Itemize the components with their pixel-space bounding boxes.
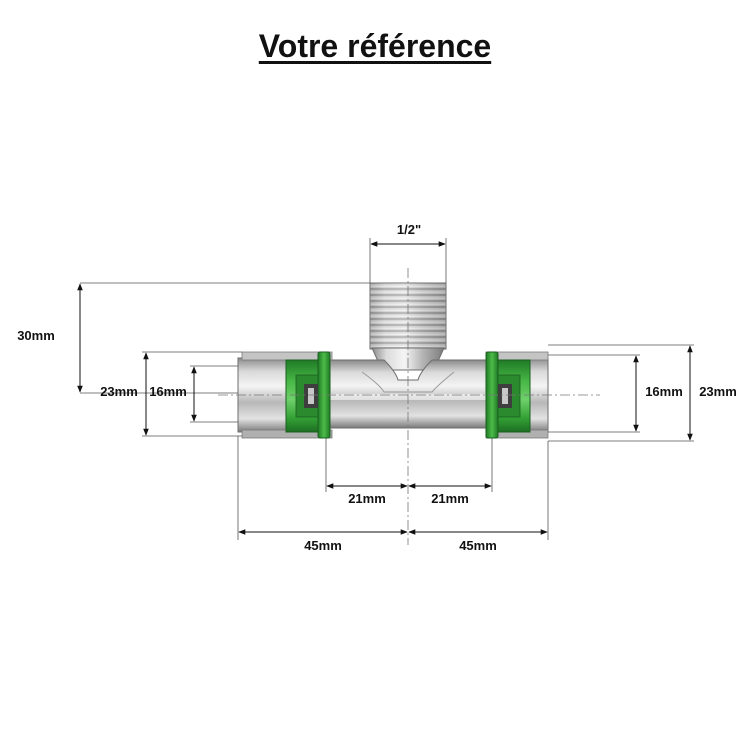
- tee-fitting: [237, 282, 549, 439]
- center-lines: [218, 268, 600, 545]
- label-left-outer: 23mm: [100, 384, 138, 399]
- page-title: Votre référence: [258, 28, 492, 64]
- label-right-total: 45mm: [459, 538, 497, 553]
- label-left-total: 45mm: [304, 538, 342, 553]
- label-left-inner: 16mm: [149, 384, 187, 399]
- label-thread: 1/2": [397, 222, 421, 237]
- dimension-lines: [77, 241, 693, 535]
- label-height: 30mm: [17, 328, 55, 343]
- right-green-ring: [485, 351, 531, 439]
- label-right-inner: 16mm: [645, 384, 683, 399]
- label-right-outer: 23mm: [699, 384, 737, 399]
- label-right-half: 21mm: [431, 491, 469, 506]
- dimension-labels: 1/2" 30mm 23mm 16mm 16mm 23mm 21mm 21mm …: [17, 222, 737, 553]
- extension-lines: [80, 238, 694, 540]
- label-left-half: 21mm: [348, 491, 386, 506]
